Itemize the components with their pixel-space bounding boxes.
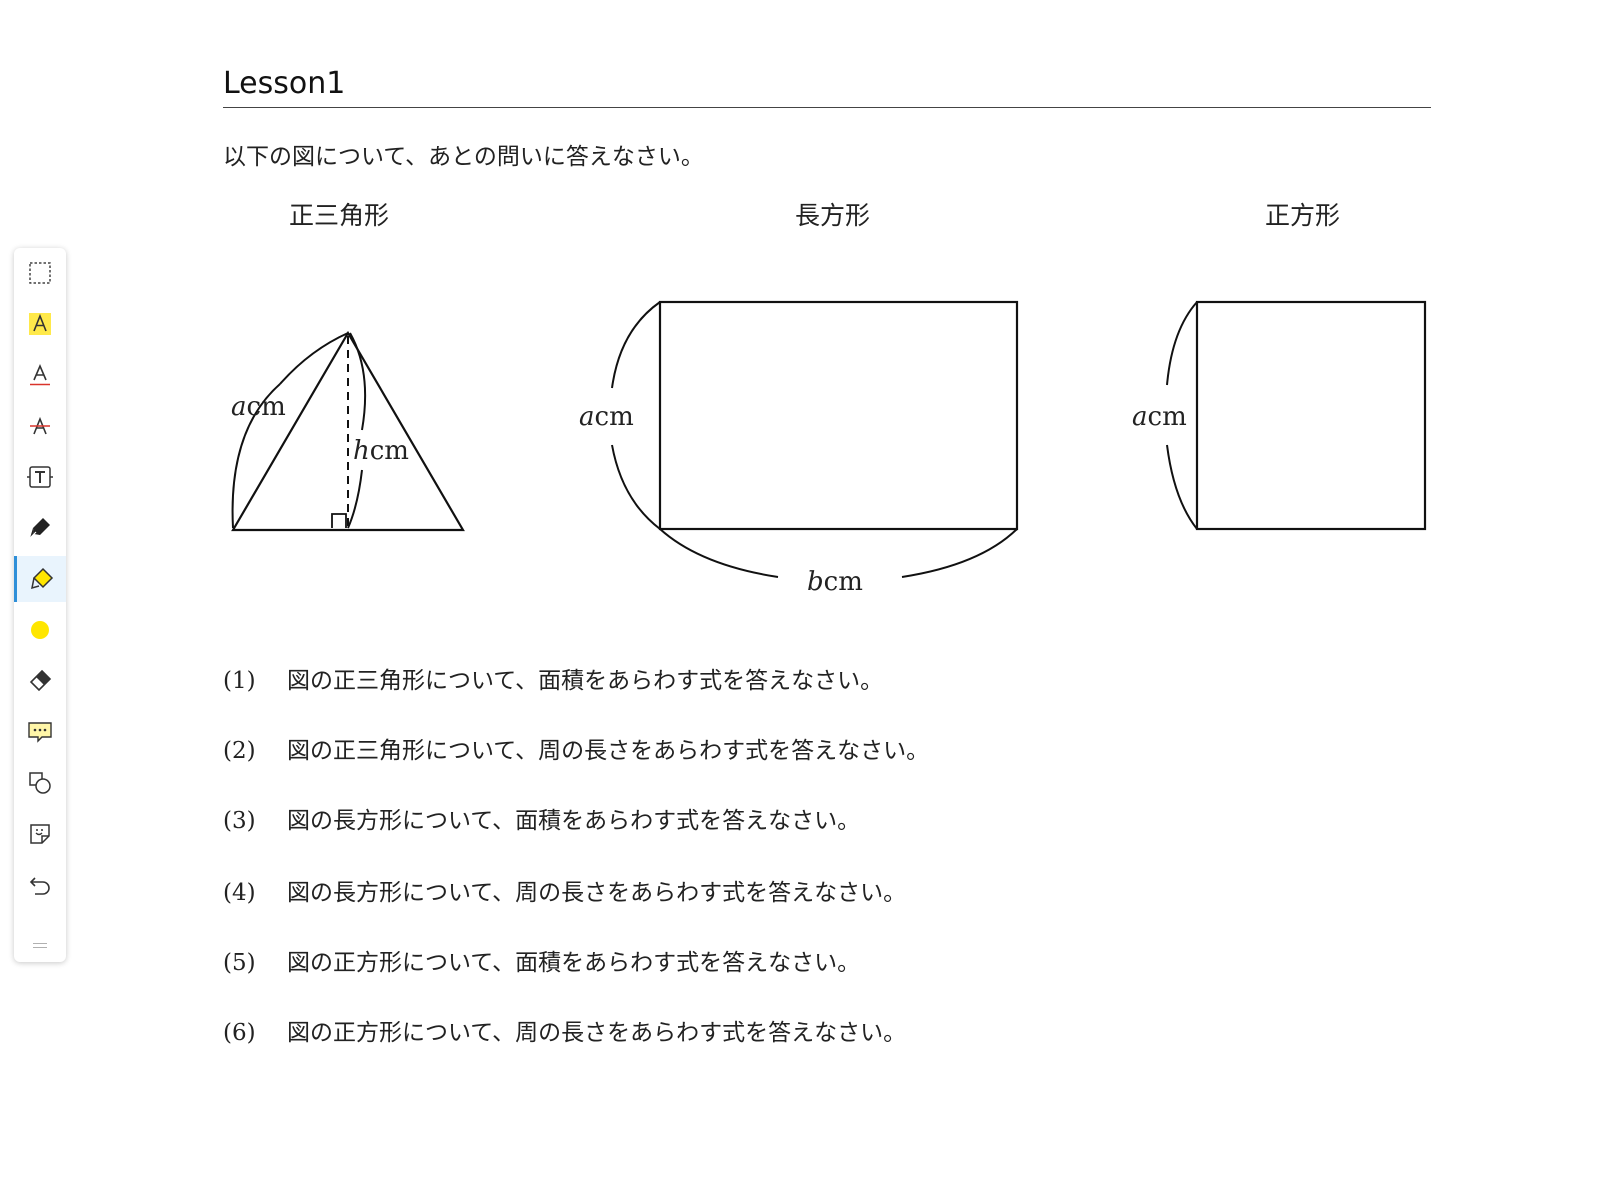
question-number: (2) — [223, 738, 256, 764]
sticker-icon — [30, 824, 50, 844]
question-item: (1) 図の正三角形について、面積をあらわす式を答えなさい。 — [223, 664, 883, 698]
highlighted-a-icon — [29, 313, 51, 335]
question-number: (6) — [223, 1020, 256, 1046]
eraser-tool[interactable] — [14, 658, 66, 704]
question-text: 図の長方形について、面積をあらわす式を答えなさい。 — [287, 808, 861, 834]
shapes-icon — [29, 772, 51, 794]
triangle-height-label: hcm — [353, 436, 409, 466]
comment-icon — [28, 722, 52, 743]
dashed-rectangle-icon — [29, 262, 51, 284]
question-item: (2) 図の正三角形について、周の長さをあらわす式を答えなさい。 — [223, 734, 929, 768]
undo-icon — [29, 877, 50, 895]
underlined-a-icon — [30, 363, 50, 386]
select-area-tool[interactable] — [14, 250, 66, 296]
square-label: 正方形 — [1265, 201, 1341, 230]
question-text: 図の正方形について、周の長さをあらわす式を答えなさい。 — [287, 1020, 907, 1046]
instruction-text: 以下の図について、あとの問いに答えなさい。 — [223, 144, 704, 170]
pen-icon — [29, 518, 50, 539]
undo-button[interactable] — [14, 862, 66, 908]
question-text: 図の正方形について、面積をあらわす式を答えなさい。 — [287, 950, 861, 976]
text-box-tool[interactable] — [14, 454, 66, 500]
question-number: (1) — [223, 668, 256, 694]
square-side-label: acm — [1132, 402, 1187, 432]
highlighter-icon — [30, 567, 53, 590]
question-number: (4) — [223, 880, 256, 906]
highlighter-tool[interactable] — [14, 556, 66, 602]
strikethrough-a-icon — [30, 416, 50, 435]
question-text: 図の長方形について、周の長さをあらわす式を答えなさい。 — [287, 880, 907, 906]
color-dot-icon — [31, 621, 49, 639]
question-text: 図の正三角形について、面積をあらわす式を答えなさい。 — [287, 668, 884, 694]
triangle-label: 正三角形 — [289, 201, 390, 230]
lesson-title: Lesson1 — [223, 66, 346, 101]
rectangle-label: 長方形 — [795, 201, 871, 230]
shapes-tool[interactable] — [14, 760, 66, 806]
text-highlight-tool[interactable] — [14, 301, 66, 347]
toolbar-drag-handle[interactable] — [33, 943, 47, 951]
question-text: 図の正三角形について、周の長さをあらわす式を答えなさい。 — [287, 738, 930, 764]
triangle-side-label: acm — [231, 392, 286, 422]
question-item: (5) 図の正方形について、面積をあらわす式を答えなさい。 — [223, 946, 860, 980]
question-item: (6) 図の正方形について、周の長さをあらわす式を答えなさい。 — [223, 1016, 906, 1050]
rectangle-base-label: bcm — [807, 567, 863, 597]
rectangle-figure: acm bcm — [579, 300, 1019, 597]
text-underline-tool[interactable] — [14, 352, 66, 398]
question-number: (3) — [223, 808, 256, 834]
comment-tool[interactable] — [14, 709, 66, 755]
eraser-icon — [29, 669, 52, 692]
square-figure: acm — [1132, 300, 1427, 531]
question-item: (4) 図の長方形について、周の長さをあらわす式を答えなさい。 — [223, 876, 906, 910]
color-picker-tool[interactable] — [14, 607, 66, 653]
rectangle-side-label: acm — [579, 402, 634, 432]
text-box-icon — [27, 466, 53, 488]
text-strikethrough-tool[interactable] — [14, 403, 66, 449]
question-number: (5) — [223, 950, 256, 976]
sticker-tool[interactable] — [14, 811, 66, 857]
annotation-toolbar — [14, 248, 66, 962]
equilateral-triangle-figure: acm hcm — [231, 330, 465, 532]
title-divider — [223, 107, 1431, 108]
pen-tool[interactable] — [14, 505, 66, 551]
question-item: (3) 図の長方形について、面積をあらわす式を答えなさい。 — [223, 804, 860, 838]
